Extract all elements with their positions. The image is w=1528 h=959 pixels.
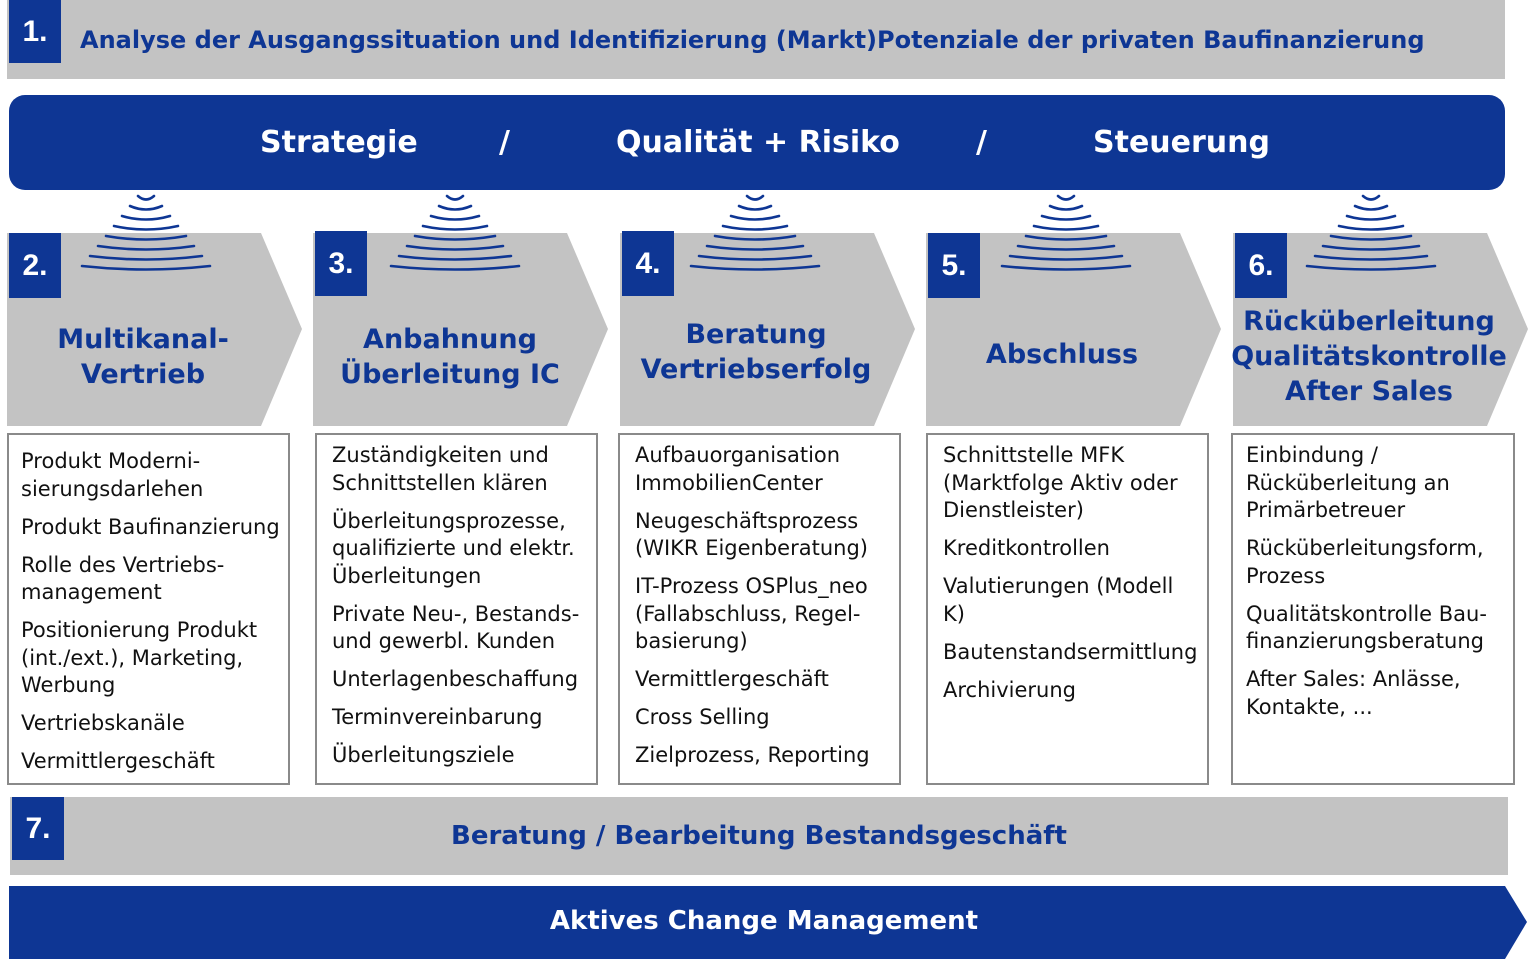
signal-icon bbox=[689, 194, 821, 271]
step-number-badge: 7. bbox=[12, 797, 64, 860]
step-title-line: After Sales bbox=[1285, 376, 1453, 407]
band-qualitaet-risiko: Qualität + Risiko bbox=[616, 125, 900, 160]
list-item: Valutierungen (Modell K) bbox=[943, 574, 1174, 626]
step-number-badge: 3. bbox=[315, 231, 367, 296]
step-title-line: Multikanal- bbox=[57, 324, 229, 355]
step-number-badge: 6. bbox=[1235, 233, 1287, 298]
list-item: Vermittlergeschäft bbox=[21, 749, 215, 773]
list-item: Terminvereinbarung bbox=[332, 705, 543, 729]
bestand-title: Beratung / Bearbeitung Bestandsgeschäft bbox=[451, 821, 1067, 851]
step-title-line: Beratung bbox=[685, 319, 827, 350]
analysis-title: Analyse der Ausgangssituation und Identi… bbox=[80, 26, 1425, 54]
step-number-badge: 2. bbox=[9, 233, 61, 298]
list-item: Neugeschäftsprozess (WIKR Eigenberatung) bbox=[635, 508, 868, 561]
step-title-line: Überleitung IC bbox=[340, 359, 560, 390]
step-card: Schnittstelle MFK (Marktfolge Aktiv oder… bbox=[926, 433, 1209, 785]
list-item: Einbindung / Rücküberleitung an Primärbe… bbox=[1246, 443, 1450, 522]
list-item: After Sales: Anlässe, Kontakte, ... bbox=[1246, 667, 1461, 719]
list-item: Kreditkontrollen bbox=[943, 536, 1110, 560]
step-title-line: Anbahnung bbox=[363, 324, 537, 355]
step-title: Abschluss bbox=[912, 337, 1212, 372]
change-management-title: Aktives Change Management bbox=[549, 906, 979, 936]
list-item: Vermittlergeschäft bbox=[635, 667, 829, 691]
signal-icon bbox=[1000, 194, 1132, 271]
list-item: Schnittstelle MFK (Marktfolge Aktiv oder… bbox=[943, 443, 1178, 522]
step-item-list: Einbindung / Rücküberleitung an Primärbe… bbox=[1246, 442, 1505, 721]
list-item: Überleitungsziele bbox=[332, 743, 515, 767]
step-number-badge: 5. bbox=[928, 233, 980, 298]
list-item: Aufbauorganisation ImmobilienCenter bbox=[635, 443, 841, 495]
list-item: Positionierung Produkt (int./ext.), Mark… bbox=[21, 618, 258, 697]
step-title-line: Vertriebserfolg bbox=[640, 354, 872, 385]
step-title-line: Abschluss bbox=[985, 339, 1139, 370]
list-item: Produkt Baufinanzierung bbox=[21, 514, 280, 539]
list-item: Qualitätskontrolle Bau-finanzierungsbera… bbox=[1246, 601, 1487, 654]
list-item: Private Neu-, Bestands- und gewerbl. Kun… bbox=[332, 601, 580, 654]
step-item-list: Schnittstelle MFK (Marktfolge Aktiv oder… bbox=[943, 442, 1199, 704]
list-item: Produkt Moderni-sierungsdarlehen bbox=[21, 449, 204, 501]
signal-icon bbox=[1305, 194, 1437, 271]
list-item: Bautenstandsermittlung bbox=[943, 639, 1198, 664]
step-number-badge: 4. bbox=[622, 231, 674, 296]
step-card: Zuständigkeiten und Schnittstellen kläre… bbox=[315, 433, 598, 785]
band-separator: / bbox=[499, 125, 510, 160]
change-management-arrow bbox=[9, 886, 1527, 959]
band-strategie: Strategie bbox=[260, 125, 418, 160]
signal-icon bbox=[389, 194, 521, 271]
list-item: Cross Selling bbox=[635, 705, 770, 729]
step-item-list: Zuständigkeiten und Schnittstellen kläre… bbox=[332, 442, 588, 770]
signal-icon bbox=[80, 194, 212, 271]
step-title-line: Qualitätskontrolle bbox=[1231, 341, 1507, 372]
list-item: Archivierung bbox=[943, 677, 1076, 702]
band-steuerung: Steuerung bbox=[1093, 125, 1270, 160]
step-number-badge: 1. bbox=[9, 0, 61, 63]
list-item: Rolle des Vertriebs-management bbox=[21, 552, 225, 605]
step-title-line: Vertrieb bbox=[80, 359, 206, 390]
step-title: Multikanal- Vertrieb bbox=[0, 322, 293, 392]
analysis-bar bbox=[7, 0, 1505, 79]
band-separator: / bbox=[976, 125, 987, 160]
list-item: Zielprozess, Reporting bbox=[635, 743, 870, 767]
list-item: Unterlagenbeschaffung bbox=[332, 667, 579, 691]
step-title-line: Rücküberleitung bbox=[1243, 306, 1495, 337]
list-item: Rücküberleitungsform, Prozess bbox=[1246, 536, 1484, 588]
list-item: IT-Prozess OSPlus_neo (Fallabschluss, Re… bbox=[635, 574, 868, 653]
list-item: Vertriebskanäle bbox=[21, 711, 185, 735]
list-item: Überleitungsprozesse, qualifizierte und … bbox=[332, 508, 575, 588]
strategy-band: Strategie / Qualität + Risiko / Steuerun… bbox=[9, 95, 1505, 190]
bestand-bar bbox=[10, 797, 1508, 875]
step-card: Einbindung / Rücküberleitung an Primärbe… bbox=[1231, 433, 1515, 785]
list-item: Zuständigkeiten und Schnittstellen kläre… bbox=[332, 443, 549, 495]
